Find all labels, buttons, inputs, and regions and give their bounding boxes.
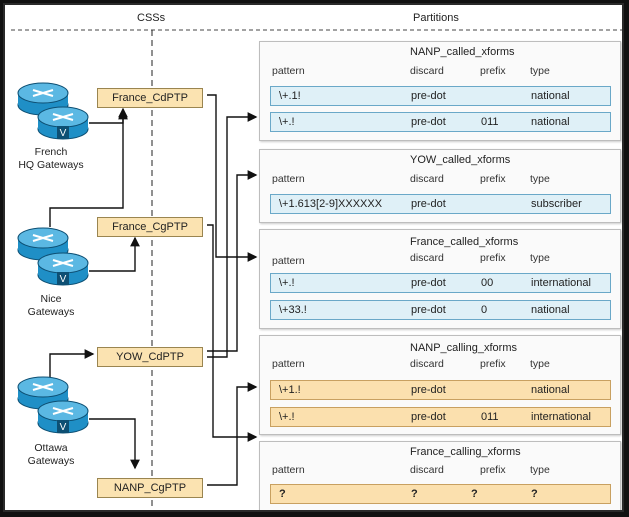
partition-title: YOW_called_xforms (410, 154, 511, 166)
connector-france-cdptp-to-france-called (207, 94, 258, 262)
svg-text:V: V (60, 274, 67, 285)
table-row: \+.! pre-dot 00 international (270, 273, 611, 293)
partition-title: NANP_calling_xforms (410, 342, 517, 354)
connector-nice-to-france-cgptp (89, 236, 140, 272)
column-header-prefix: prefix (480, 464, 506, 476)
column-header-prefix: prefix (480, 358, 506, 370)
cell-prefix: 00 (481, 277, 494, 289)
cell-discard: pre-dot (411, 411, 446, 423)
cell-pattern: ? (279, 488, 286, 500)
router-icon (17, 227, 69, 261)
gateway-label-nice: Nice Gateways (27, 293, 75, 318)
partition-title: NANP_called_xforms (410, 46, 515, 58)
cell-pattern: \+.! (279, 411, 295, 423)
connector-layer: V V (11, 29, 622, 510)
cell-prefix: 0 (481, 304, 488, 316)
partition-title: France_calling_xforms (410, 446, 521, 458)
cell-type: national (531, 304, 570, 316)
cell-pattern: \+33.! (279, 304, 307, 316)
cell-type: international (531, 411, 591, 423)
column-header-pattern: pattern (272, 358, 305, 370)
column-header-discard: discard (410, 65, 444, 77)
css-france-cdptp[interactable]: France_CdPTP (97, 88, 203, 108)
connector-ottawa-to-nanp-cgptp (89, 418, 140, 470)
column-header-discard: discard (410, 464, 444, 476)
gateway-label-french-hq: French HQ Gateways (18, 146, 84, 171)
cell-pattern: \+.! (279, 277, 295, 289)
connector-yow-cdptp-to-yow-called (207, 170, 258, 352)
column-header-prefix: prefix (480, 173, 506, 185)
table-row: \+1.613[2-9]XXXXXX pre-dot subscriber (270, 194, 611, 214)
column-header-discard: discard (410, 252, 444, 264)
cell-discard: ? (411, 488, 418, 500)
column-header-pattern: pattern (272, 65, 305, 77)
cell-prefix: 011 (481, 116, 499, 128)
table-row: \+1.! pre-dot national (270, 380, 611, 400)
column-header-discard: discard (410, 358, 444, 370)
router-icon: V (37, 400, 89, 434)
cell-pattern: \+1.613[2-9]XXXXXX (279, 198, 383, 210)
column-header-discard: discard (410, 173, 444, 185)
column-header-type: type (530, 65, 550, 77)
cell-discard: pre-dot (411, 277, 446, 289)
partitions-column-header: Partitions (413, 12, 459, 24)
svg-text:V: V (60, 422, 67, 433)
table-row: \+.1! pre-dot national (270, 86, 611, 106)
cell-pattern: \+1.! (279, 384, 301, 396)
css-yow-cdptp[interactable]: YOW_CdPTP (97, 347, 203, 367)
css-france-cgptp[interactable]: France_CgPTP (97, 217, 203, 237)
diagram-frame: V V (3, 3, 624, 512)
css-column-header: CSSs (137, 12, 166, 24)
partition-yow-called-xforms: YOW_called_xforms pattern discard prefix… (259, 149, 621, 223)
column-header-type: type (530, 252, 550, 264)
cell-type: national (531, 90, 570, 102)
cell-type: subscriber (531, 198, 582, 210)
cell-discard: pre-dot (411, 304, 446, 316)
connector-hq-to-france-cdptp (89, 107, 128, 124)
cell-discard: pre-dot (411, 116, 446, 128)
cell-type: national (531, 116, 570, 128)
svg-text:V: V (60, 128, 67, 139)
css-nanp-cgptp[interactable]: NANP_CgPTP (97, 478, 203, 498)
connector-nanp-cgptp-to-nanp-calling (207, 382, 258, 486)
column-header-pattern: pattern (272, 255, 305, 267)
connector-nice-to-france-cdptp (49, 109, 128, 227)
column-header-type: type (530, 173, 550, 185)
partition-france-called-xforms: France_called_xforms pattern discard pre… (259, 229, 621, 329)
column-header-prefix: prefix (480, 65, 506, 77)
router-icon: V (37, 106, 89, 140)
cell-type: international (531, 277, 591, 289)
column-header-pattern: pattern (272, 464, 305, 476)
column-header-type: type (530, 358, 550, 370)
column-header-prefix: prefix (480, 252, 506, 264)
gateway-label-ottawa: Ottawa Gateways (27, 442, 75, 467)
cell-discard: pre-dot (411, 90, 446, 102)
cell-type: ? (531, 488, 538, 500)
cell-pattern: \+.! (279, 116, 295, 128)
table-row: \+33.! pre-dot 0 national (270, 300, 611, 320)
column-header-type: type (530, 464, 550, 476)
cell-prefix: ? (471, 488, 478, 500)
connector-france-cgptp-to-france-calling (207, 224, 258, 442)
table-row: \+.! pre-dot 011 international (270, 407, 611, 427)
partition-nanp-calling-xforms: NANP_calling_xforms pattern discard pref… (259, 335, 621, 435)
column-header-pattern: pattern (272, 173, 305, 185)
cell-discard: pre-dot (411, 384, 446, 396)
table-row-partial (270, 510, 611, 512)
cell-discard: pre-dot (411, 198, 446, 210)
cell-pattern: \+.1! (279, 90, 301, 102)
partition-france-calling-xforms: France_calling_xforms pattern discard pr… (259, 441, 621, 512)
partition-title: France_called_xforms (410, 236, 519, 248)
table-row: ? ? ? ? (270, 484, 611, 504)
connector-ottawa-to-yow-cdptp (49, 349, 95, 379)
partition-nanp-called-xforms: NANP_called_xforms pattern discard prefi… (259, 41, 621, 141)
cell-type: national (531, 384, 570, 396)
table-row: \+.! pre-dot 011 national (270, 112, 611, 132)
cell-prefix: 011 (481, 411, 499, 423)
connector-yow-cdptp-to-nanp-called (207, 112, 258, 358)
router-icon: V (37, 252, 89, 286)
